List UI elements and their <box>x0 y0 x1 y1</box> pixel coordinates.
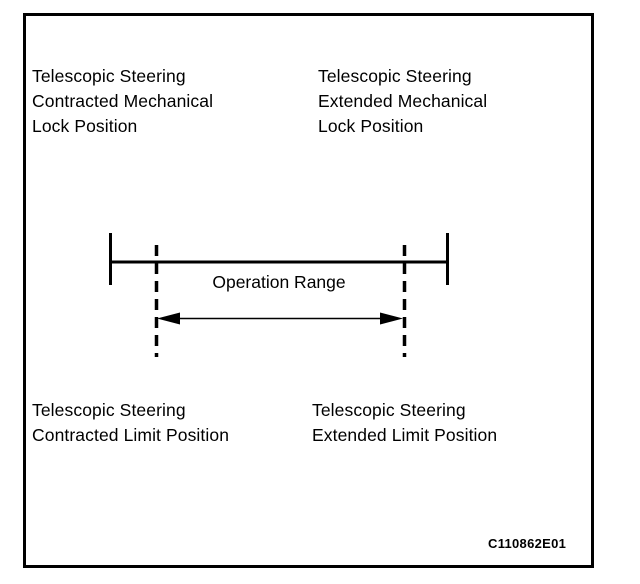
figure-reference-code: C110862E01 <box>488 536 567 551</box>
figure-border <box>23 13 594 568</box>
label-extended-mechanical-lock-position: Telescopic Steering Extended Mechanical … <box>318 66 488 136</box>
label-extended-limit-position: Telescopic Steering Extended Limit Posit… <box>312 400 498 445</box>
label-contracted-mechanical-lock-position: Telescopic Steering Contracted Mechanica… <box>32 66 214 136</box>
label-contracted-limit-position: Telescopic Steering Contracted Limit Pos… <box>32 400 230 445</box>
label-operation-range: Operation Range <box>212 272 346 292</box>
